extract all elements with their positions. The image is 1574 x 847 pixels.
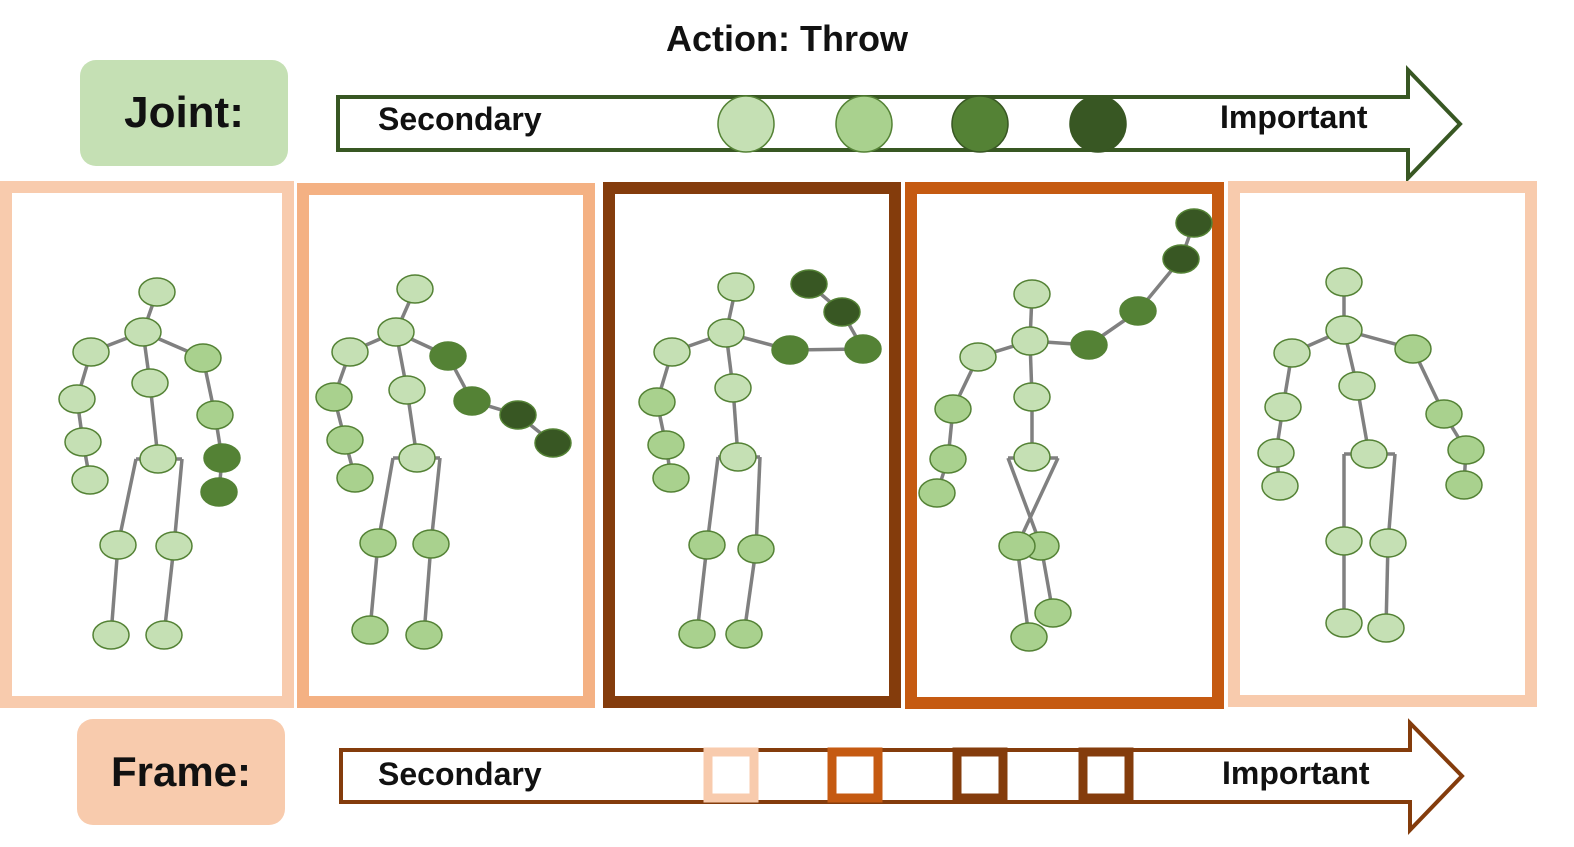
- frame-level-3-square: [952, 747, 1008, 803]
- diagram-title: Action: Throw: [666, 18, 908, 59]
- frame-2: [297, 183, 595, 708]
- joint-level-2-circle: [835, 95, 893, 153]
- joint-level-3-circle: [951, 95, 1009, 153]
- frame-scale-right-label: Important: [1222, 755, 1370, 791]
- frame-legend-label: Frame:: [77, 719, 285, 825]
- joint-importance-arrow: [336, 65, 1463, 183]
- frame-1: [0, 181, 294, 708]
- joint-level-4-circle: [1069, 95, 1127, 153]
- frame-level-2-square: [827, 747, 883, 803]
- frame-level-1-square: [703, 747, 759, 803]
- frame-3: [603, 182, 901, 708]
- joint-scale-left-label: Secondary: [378, 101, 542, 137]
- joint-level-1-circle: [717, 95, 775, 153]
- frame-scale-left-label: Secondary: [378, 756, 542, 792]
- frame-level-4-square: [1078, 747, 1134, 803]
- frame-5: [1228, 181, 1537, 707]
- joint-scale-right-label: Important: [1220, 99, 1368, 135]
- frame-4: [905, 182, 1224, 709]
- frame-importance-arrow: [339, 718, 1465, 835]
- joint-legend-label: Joint:: [80, 60, 288, 166]
